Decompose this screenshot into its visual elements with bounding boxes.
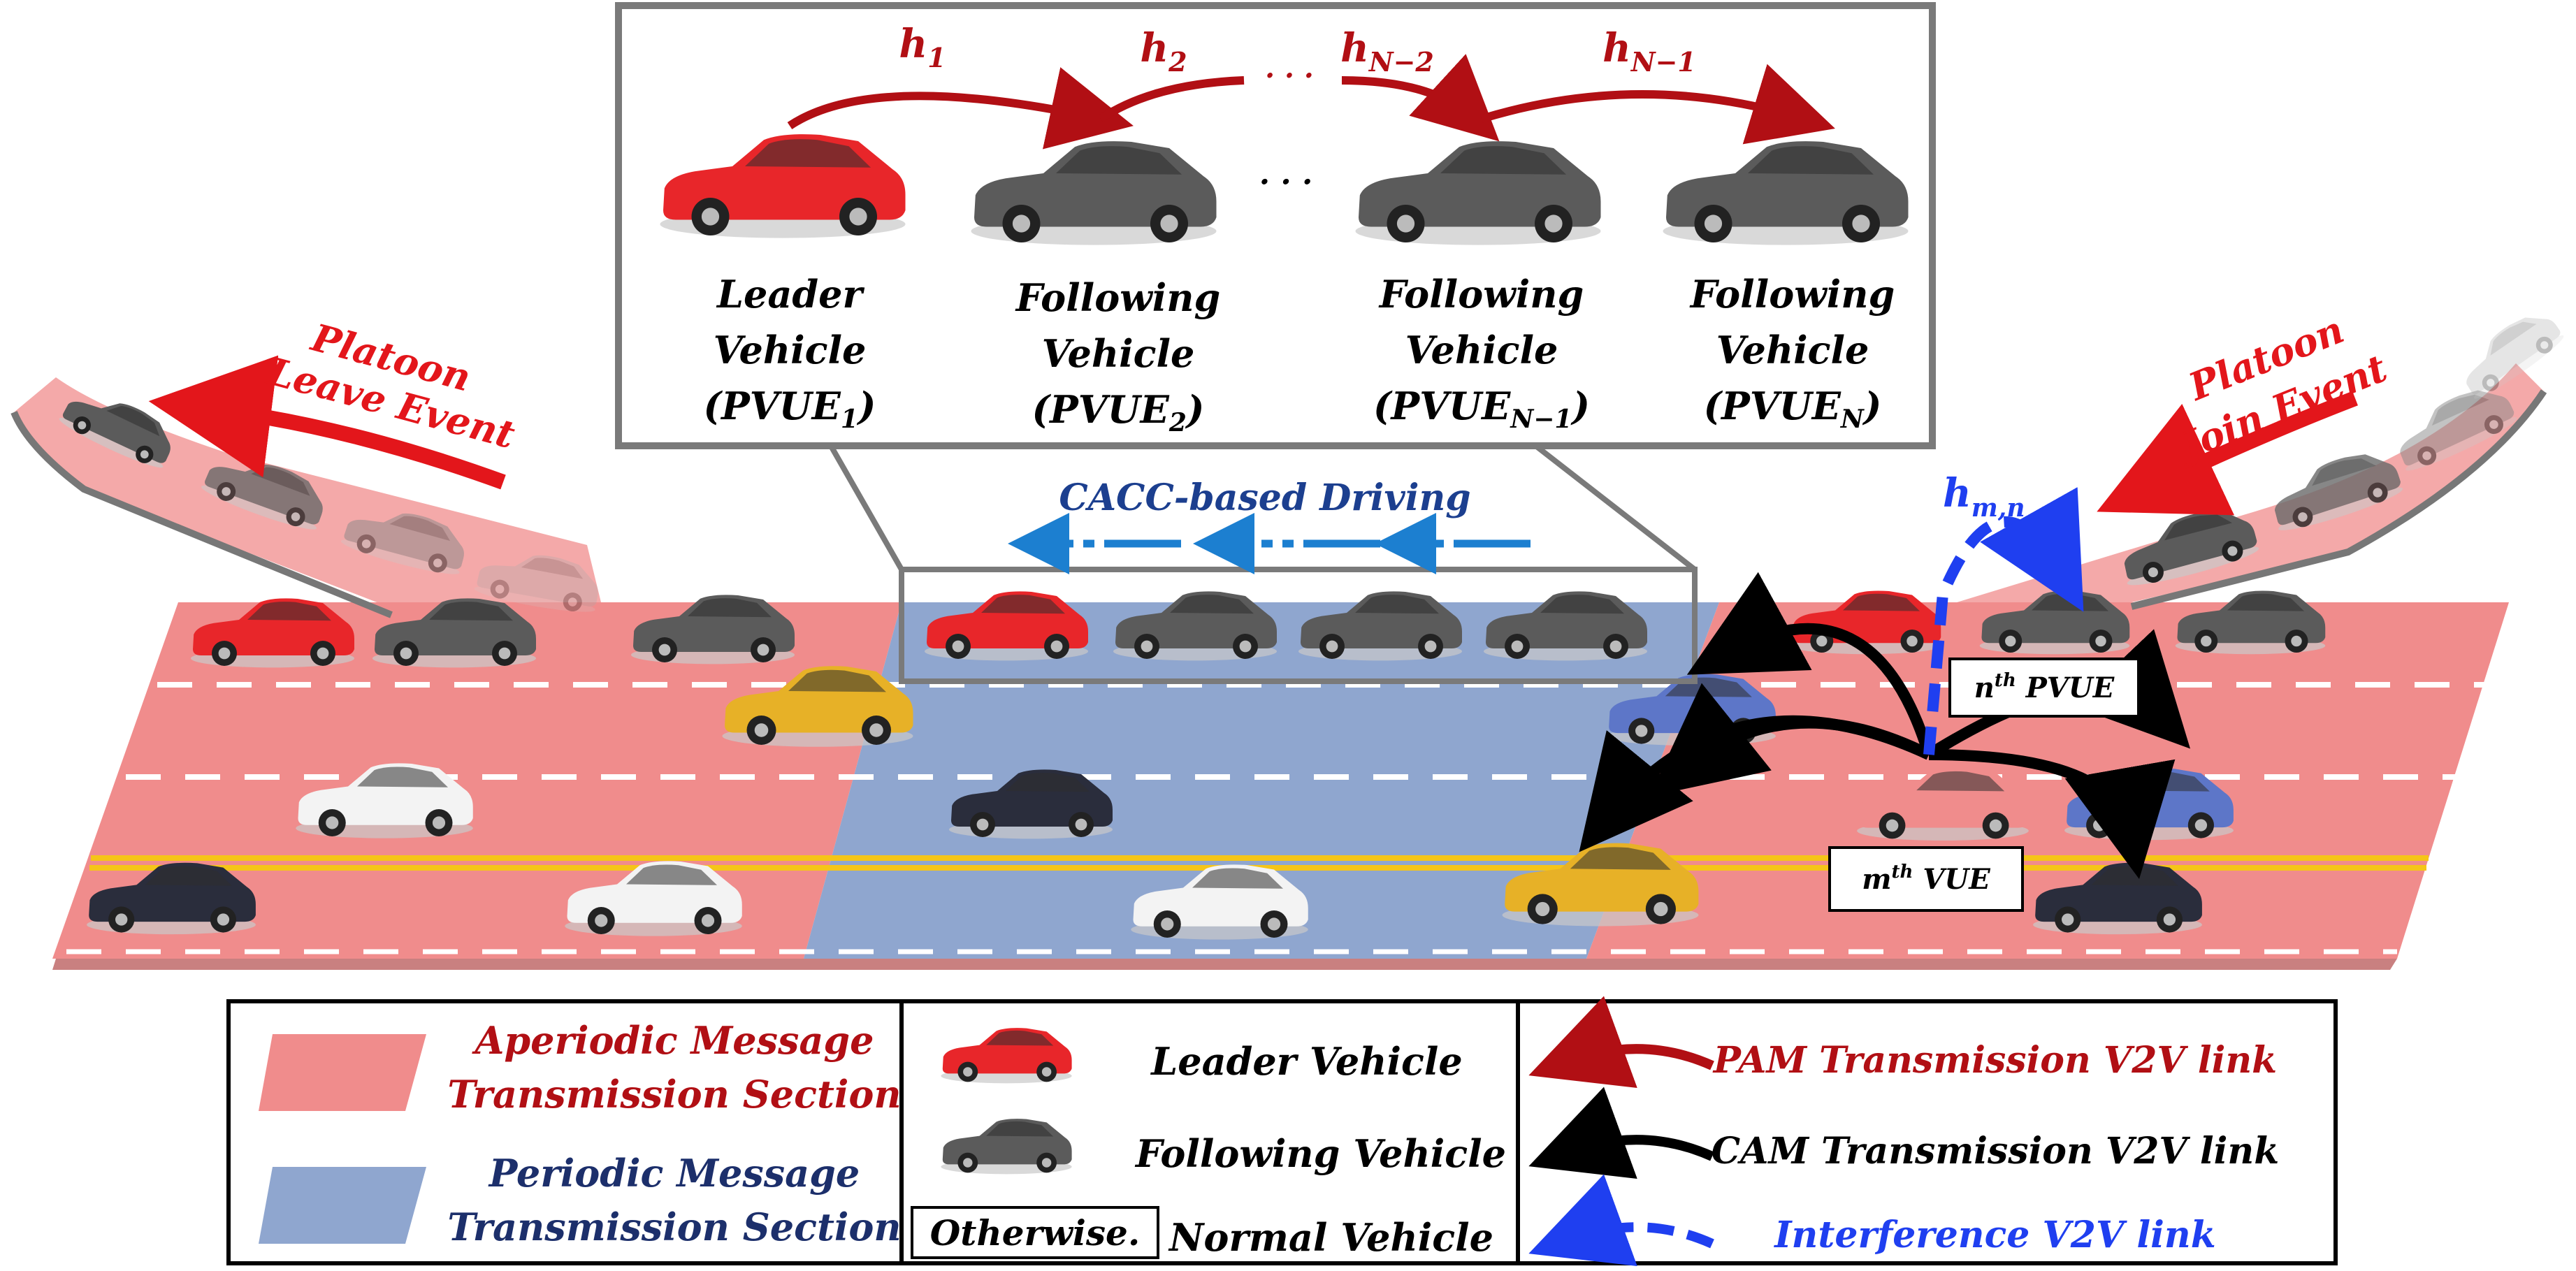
periodic-label-2: Transmission Section xyxy=(447,1205,901,1249)
pam-arc-2 xyxy=(1098,76,1245,122)
interference-label: hm,n xyxy=(1943,470,2025,523)
periodic-label-1: Periodic Message xyxy=(488,1151,860,1196)
leader-vehicle-mid xyxy=(925,591,1088,661)
following-vehicle-mid-3 xyxy=(1484,591,1647,661)
link-label-2: h2 xyxy=(1140,25,1187,78)
otherwise-label: Otherwise. xyxy=(930,1212,1141,1254)
link-label-1: h1 xyxy=(899,21,946,73)
legend-frame xyxy=(226,999,2338,1265)
following-vehicle-label: Following Vehicle xyxy=(1134,1131,1506,1176)
inset-label-1-role: Leader xyxy=(716,272,864,317)
inset-label-4: Following Vehicle (PVUEN) xyxy=(1689,272,1895,434)
pvue-label: nth PVUE xyxy=(1974,670,2115,704)
interference-link-icon xyxy=(1528,1174,1714,1267)
inset-label-1: Leader Vehicle (PVUE1) xyxy=(704,272,876,434)
otherwise-box xyxy=(911,1206,1159,1259)
legend: Aperiodic Message Transmission Section P… xyxy=(226,996,2338,1267)
link-label-3: hN−2 xyxy=(1340,25,1434,78)
periodic-swatch xyxy=(259,1167,426,1244)
interference-link-label: Interference V2V link xyxy=(1773,1214,2216,1256)
normal-vehicle-label: Normal Vehicle xyxy=(1168,1215,1493,1260)
inset-label-2-id: (PVUE2) xyxy=(1032,387,1205,437)
inset-label-2-role: Following xyxy=(1015,275,1220,320)
inset-label-3-kind: Vehicle xyxy=(1405,328,1558,372)
pam-arc-3 xyxy=(1341,54,1500,142)
inset-label-3: Following Vehicle (PVUEN−1) xyxy=(1373,272,1590,434)
aperiodic-label-2: Transmission Section xyxy=(447,1072,901,1117)
inset-label-4-id: (PVUEN) xyxy=(1704,384,1882,434)
inset-label-2-kind: Vehicle xyxy=(1042,331,1195,376)
inset-car-dots: · · · xyxy=(1259,164,1313,200)
pam-arc-1 xyxy=(787,67,1134,150)
pam-link-label: PAM Transmission V2V link xyxy=(1712,1039,2277,1082)
inset-label-1-id: (PVUE1) xyxy=(704,384,876,434)
interference-link xyxy=(1923,487,2084,755)
cacc-label: CACC-based Driving xyxy=(1059,477,1470,519)
inset-label-3-role: Following xyxy=(1378,272,1584,317)
inset-label-1-kind: Vehicle xyxy=(714,328,867,372)
pam-link-icon xyxy=(1528,996,1714,1089)
link-label-4: hN−1 xyxy=(1602,25,1696,78)
cam-link-label: CAM Transmission V2V link xyxy=(1712,1130,2279,1172)
aperiodic-label-1: Aperiodic Message xyxy=(472,1018,874,1063)
leader-vehicle-label: Leader Vehicle xyxy=(1150,1039,1463,1084)
inset-label-4-role: Following xyxy=(1689,272,1895,317)
platoon-inset: · · · h1 h2 hN−2 hN−1 · · · Leader Vehic… xyxy=(615,2,1936,449)
pam-arc-4 xyxy=(1480,64,1835,145)
inset-label-4-kind: Vehicle xyxy=(1716,328,1869,372)
join-event-arrow xyxy=(2097,391,2358,516)
following-vehicle-mid-2 xyxy=(1298,591,1462,661)
inset-label-2: Following Vehicle (PVUE2) xyxy=(1015,275,1220,437)
following-vehicle-mid-1 xyxy=(1113,591,1277,661)
aperiodic-swatch xyxy=(259,1034,426,1111)
pam-arc-dots: · · · xyxy=(1265,59,1314,92)
cam-link-icon xyxy=(1528,1087,1714,1179)
inset-label-3-id: (PVUEN−1) xyxy=(1373,384,1590,434)
vue-label: mth VUE xyxy=(1862,862,1990,896)
following-vehicle-right-2 xyxy=(2175,590,2326,655)
leave-event-arrow xyxy=(148,355,506,490)
vue-label-box xyxy=(1828,846,2024,912)
road-shadow xyxy=(52,959,2397,970)
pvue-label-box xyxy=(1948,658,2140,718)
